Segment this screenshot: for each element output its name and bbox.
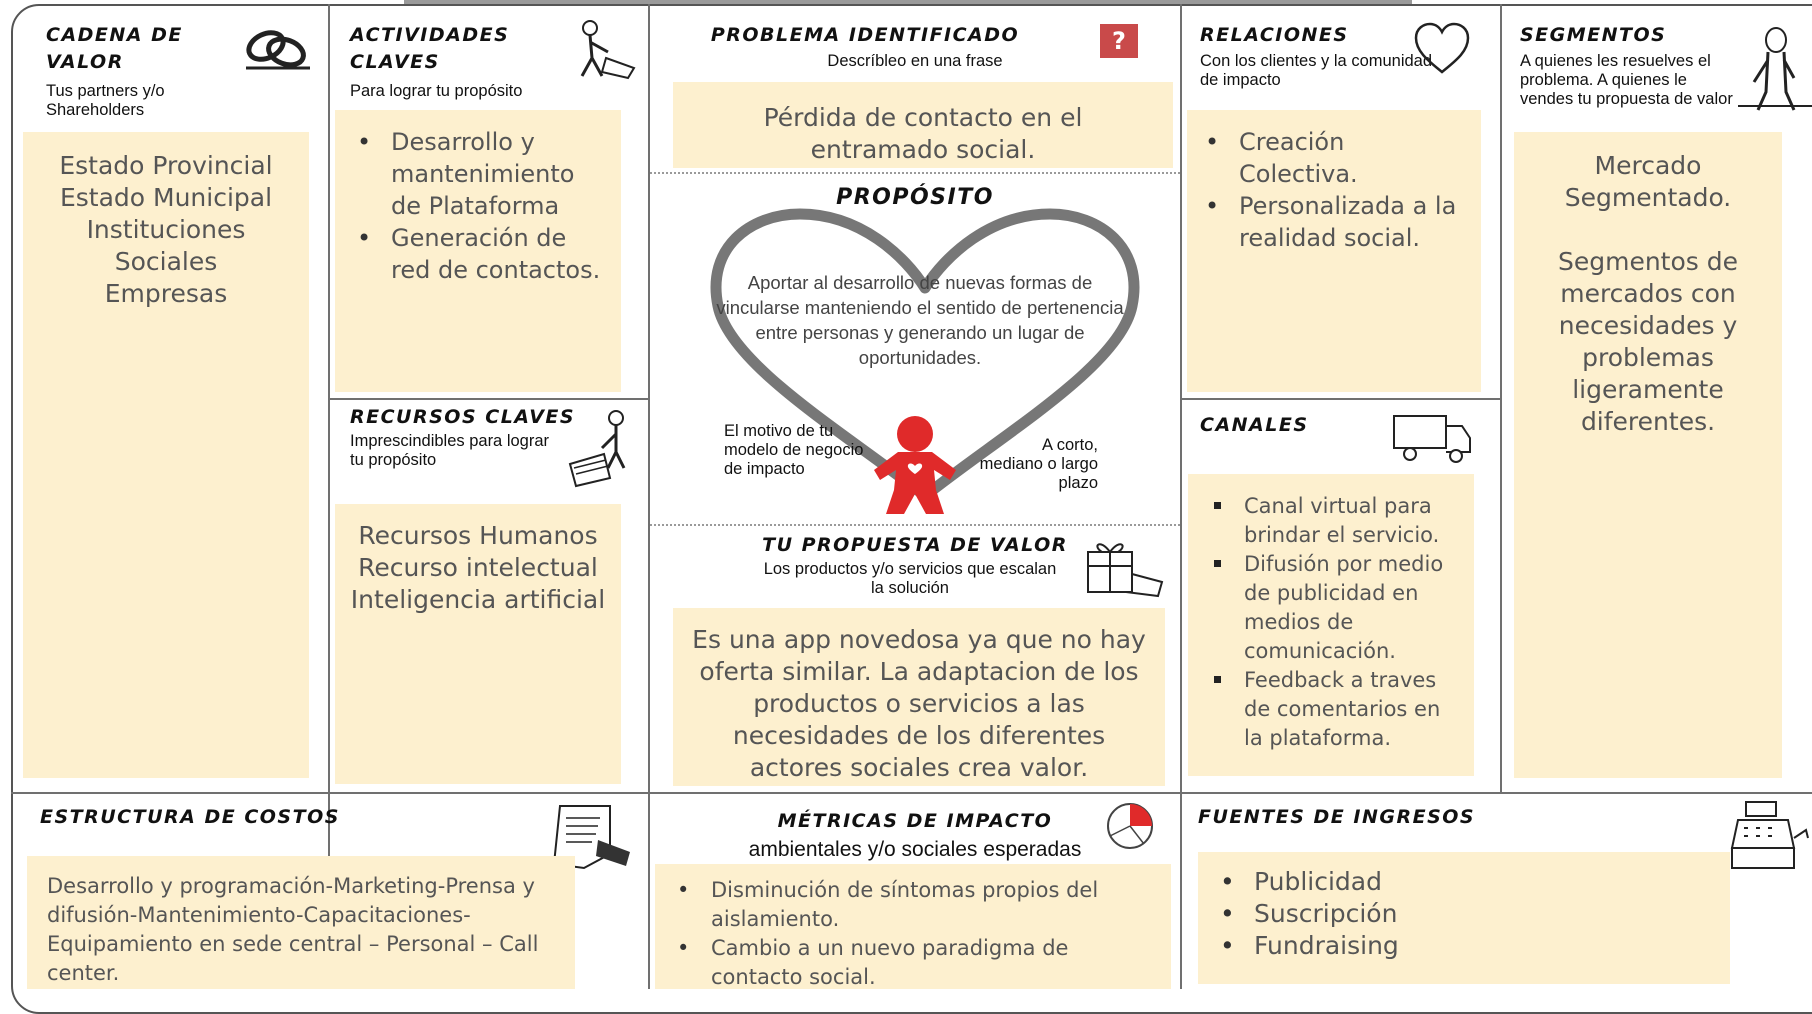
divider: [1180, 4, 1182, 989]
cadena-line: Empresas: [104, 279, 228, 308]
actividades-box: Desarrollo y mantenimiento de Plataforma…: [335, 110, 621, 392]
recursos-line: Recursos Humanos: [358, 521, 598, 550]
cadena-line: Estado Provincial: [59, 151, 273, 180]
canvas-board: Cadena de valor Tus partners y/o Shareho…: [0, 0, 1812, 989]
divider: [648, 4, 650, 989]
problema-subtitle: Descríbleo en una frase: [827, 52, 1003, 70]
relaciones-item: Creación Colectiva.: [1205, 126, 1465, 190]
proposito-right-note: A corto, mediano o largo plazo: [979, 436, 1098, 492]
cadena-subtitle: Tus partners y/o Shareholders: [46, 82, 165, 119]
costos-title: Estructura de costos: [40, 806, 340, 828]
heart-icon: [710, 208, 1140, 502]
problema-title: Problema identificado: [710, 24, 1020, 46]
truck-icon: [1393, 415, 1471, 463]
recursos-box: Recursos Humanos Recurso intelectual Int…: [335, 504, 621, 784]
figure-icon: [874, 416, 956, 514]
costos-text: Desarrollo y programación-Marketing-Pren…: [47, 874, 539, 985]
cadena-line: Sociales: [114, 247, 218, 276]
person-icon: [1738, 27, 1812, 111]
ingresos-box: Publicidad Suscripción Fundraising: [1198, 852, 1730, 984]
actividades-title: Actividades claves: [350, 24, 510, 73]
proposito-text: Aportar al desarrollo de nuevas formas d…: [716, 272, 1124, 368]
ingresos-item: Publicidad: [1220, 866, 1730, 898]
segmentos-title: Segmentos: [1520, 24, 1667, 46]
segmentos-p1: Mercado Segmentado.: [1564, 151, 1732, 212]
divider: [11, 792, 1812, 794]
recursos-title: Recursos claves: [350, 406, 576, 428]
relationship-heart-icon: [1414, 22, 1470, 74]
segmentos-subtitle: A quienes les resuelves el problema. A q…: [1520, 52, 1733, 108]
proposito-left-note: El motivo de tu modelo de negocio de imp…: [724, 422, 864, 478]
canales-item: Canal virtual para brindar el servicio.: [1214, 492, 1460, 550]
metricas-item: Cambio a un nuevo paradigma de contacto …: [677, 934, 1157, 992]
relaciones-title: Relaciones: [1200, 24, 1349, 46]
top-edge-line: [404, 0, 1412, 4]
metricas-subtitle: ambientales y/o sociales esperadas: [748, 838, 1082, 861]
metricas-item: Disminución de síntomas propios del aisl…: [677, 876, 1157, 934]
chain-icon: [246, 30, 310, 70]
propuesta-subtitle: Los productos y/o servicios que escalan …: [763, 560, 1057, 597]
propuesta-title: Tu propuesta de valor: [762, 534, 1068, 556]
ingresos-title: Fuentes de ingresos: [1198, 806, 1476, 828]
proposito-title: Propósito: [836, 185, 994, 210]
actividades-subtitle: Para lograr tu propósito: [350, 82, 523, 100]
ingresos-item: Suscripción: [1220, 898, 1730, 930]
divider: [328, 398, 650, 400]
actividades-item: Desarrollo y mantenimiento de Plataforma: [357, 126, 601, 222]
canales-box: Canal virtual para brindar el servicio. …: [1188, 474, 1474, 776]
divider: [1180, 398, 1502, 400]
problema-box: Pérdida de contacto en el entramado soci…: [673, 82, 1173, 168]
document-icon: [552, 805, 630, 870]
actividades-item: Generación de red de contactos.: [357, 222, 601, 286]
cash-register-icon: [1730, 801, 1809, 869]
canales-title: Canales: [1200, 414, 1309, 436]
relaciones-item: Personalizada a la realidad social.: [1205, 190, 1465, 254]
metricas-title: Métricas de impacto: [777, 810, 1053, 832]
canales-item: Difusión por medio de publicidad en medi…: [1214, 550, 1460, 666]
pie-chart-icon: [1107, 803, 1153, 849]
worker-icon: [580, 20, 636, 80]
recursos-line: Inteligencia artificial: [350, 585, 606, 614]
dotted-divider: [650, 172, 1180, 174]
metricas-box: Disminución de síntomas propios del aisl…: [655, 864, 1171, 989]
question-icon: ?: [1100, 24, 1138, 58]
dotted-divider: [650, 524, 1180, 526]
cadena-title: Cadena de valor: [46, 24, 183, 73]
propuesta-text: Es una app novedosa ya que no hay oferta…: [692, 625, 1146, 782]
gift-icon: [1087, 543, 1164, 598]
cadena-line: Estado Municipal: [59, 183, 273, 212]
propuesta-box: Es una app novedosa ya que no hay oferta…: [673, 608, 1165, 786]
segmentos-p2: Segmentos de mercados con necesidades y …: [1557, 247, 1739, 436]
problema-text: Pérdida de contacto en el entramado soci…: [763, 103, 1083, 164]
ingresos-item: Fundraising: [1220, 930, 1730, 962]
resources-icon: [568, 410, 626, 488]
segmentos-box: Mercado Segmentado. Segmentos de mercado…: [1514, 132, 1782, 778]
cadena-line: Instituciones: [86, 215, 246, 244]
cadena-box: Estado Provincial Estado Municipal Insti…: [23, 132, 309, 778]
recursos-line: Recurso intelectual: [358, 553, 598, 582]
relaciones-box: Creación Colectiva. Personalizada a la r…: [1187, 110, 1481, 392]
relaciones-subtitle: Con los clientes y la comunidad de impac…: [1200, 52, 1433, 89]
recursos-subtitle: Imprescindibles para lograr tu propósito: [350, 432, 550, 469]
divider: [328, 4, 330, 989]
canales-item: Feedback a traves de comentarios en la p…: [1214, 666, 1460, 753]
costos-box: Desarrollo y programación-Marketing-Pren…: [27, 856, 575, 989]
